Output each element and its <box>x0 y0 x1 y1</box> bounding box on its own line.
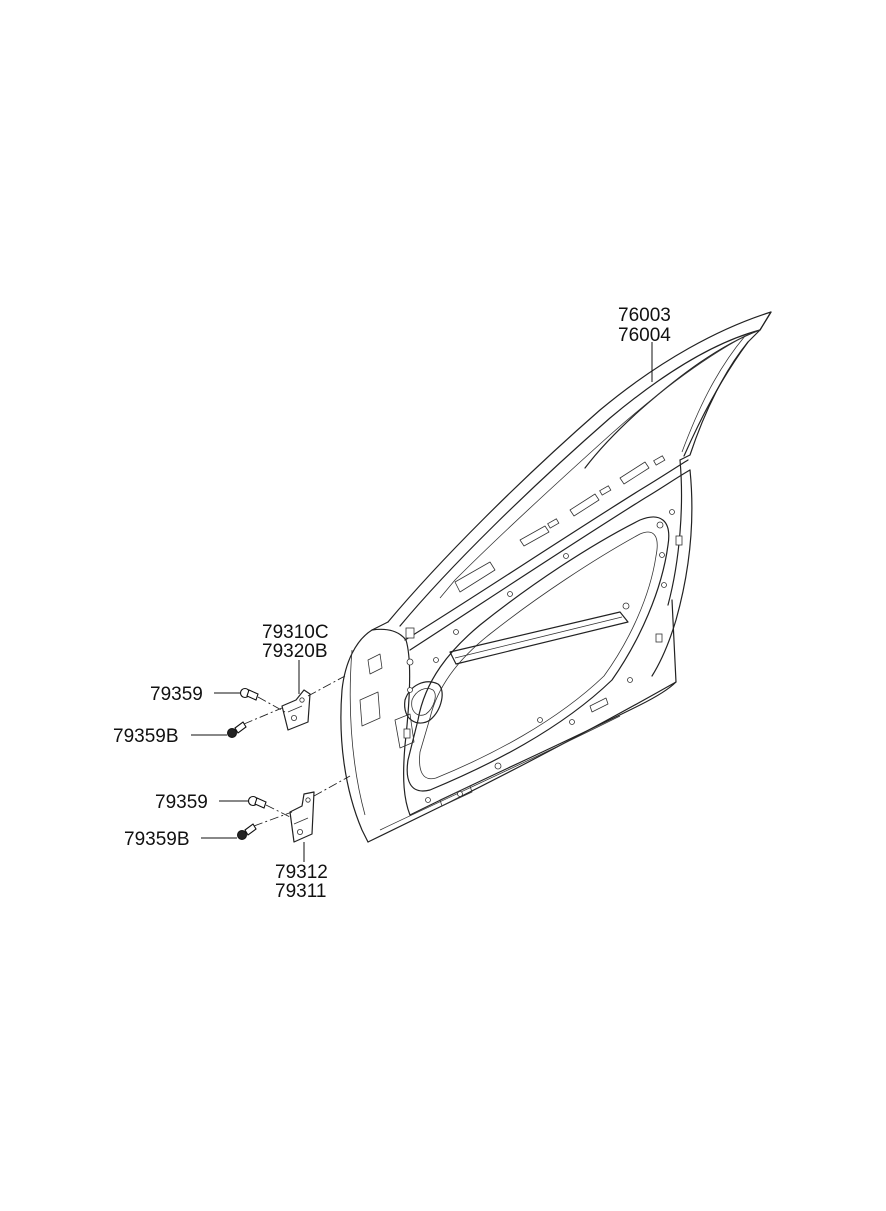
upper-bolt-b-alignment-line <box>243 707 283 725</box>
lower-hinge-number-1: 79312 <box>275 862 328 883</box>
upper-bolt-a[interactable] <box>239 687 259 701</box>
lower-bolt-a-number: 79359 <box>155 792 208 813</box>
door-panel[interactable] <box>340 311 772 843</box>
upper-hinge-number-1: 79310C <box>262 622 329 643</box>
upper-hinge-alignment-line <box>307 675 346 697</box>
lower-bolt-a[interactable] <box>247 795 267 809</box>
lower-hinge-number-2: 79311 <box>275 881 326 902</box>
upper-bolt-a-number: 79359 <box>150 684 203 705</box>
lower-bolt-b-number: 79359B <box>124 829 190 850</box>
upper-hinge-number-2: 79320B <box>262 641 328 662</box>
lower-bolt-a-alignment-line <box>265 804 293 819</box>
lower-hinge[interactable] <box>289 791 315 843</box>
door-panel-number-2: 76004 <box>618 325 671 346</box>
lower-hinge-alignment-line <box>313 775 351 797</box>
upper-bolt-b-number: 79359B <box>113 726 179 747</box>
upper-bolt-a-alignment-line <box>257 696 286 713</box>
upper-bolt-b[interactable] <box>227 721 247 738</box>
lower-bolt-b[interactable] <box>237 823 257 840</box>
door-panel-number-1: 76003 <box>618 305 671 326</box>
lower-bolt-b-alignment-line <box>253 811 293 827</box>
upper-hinge[interactable] <box>281 689 311 731</box>
